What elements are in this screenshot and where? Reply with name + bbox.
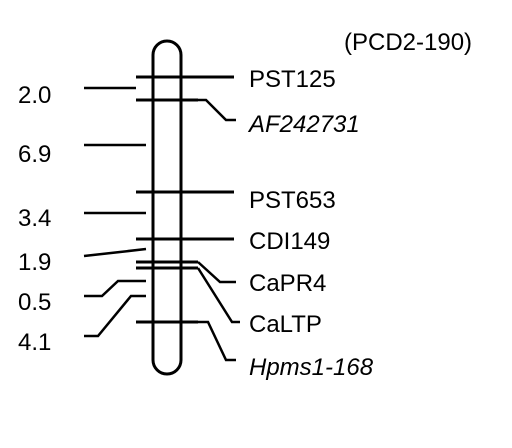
marker-label-cdi149: CDI149 <box>249 228 330 255</box>
marker-connector <box>198 98 236 122</box>
marker-connector <box>197 261 236 284</box>
distance-leader-line <box>84 279 146 298</box>
distance-label: 6.9 <box>18 141 51 168</box>
marker-label-pst125: PST125 <box>249 66 336 93</box>
distance-label: 2.0 <box>18 82 51 109</box>
population-label: (PCD2-190) <box>344 29 472 56</box>
marker-label-pst653: PST653 <box>249 187 336 214</box>
marker-label-hpms1-168: Hpms1-168 <box>249 354 374 381</box>
marker-label-capr4: CaPR4 <box>249 270 326 297</box>
marker-label-caltp: CaLTP <box>249 311 322 338</box>
distance-label: 4.1 <box>18 329 51 356</box>
distance-label: 3.4 <box>18 205 51 232</box>
marker-connector <box>196 267 240 324</box>
marker-label-af242731: AF242731 <box>247 111 360 138</box>
chromosome-bar <box>151 39 183 376</box>
distance-label: 0.5 <box>18 289 51 316</box>
distance-label: 1.9 <box>18 249 51 276</box>
marker-connector <box>198 320 236 362</box>
distance-leader-line <box>83 247 147 258</box>
distance-leader-line <box>84 294 146 338</box>
